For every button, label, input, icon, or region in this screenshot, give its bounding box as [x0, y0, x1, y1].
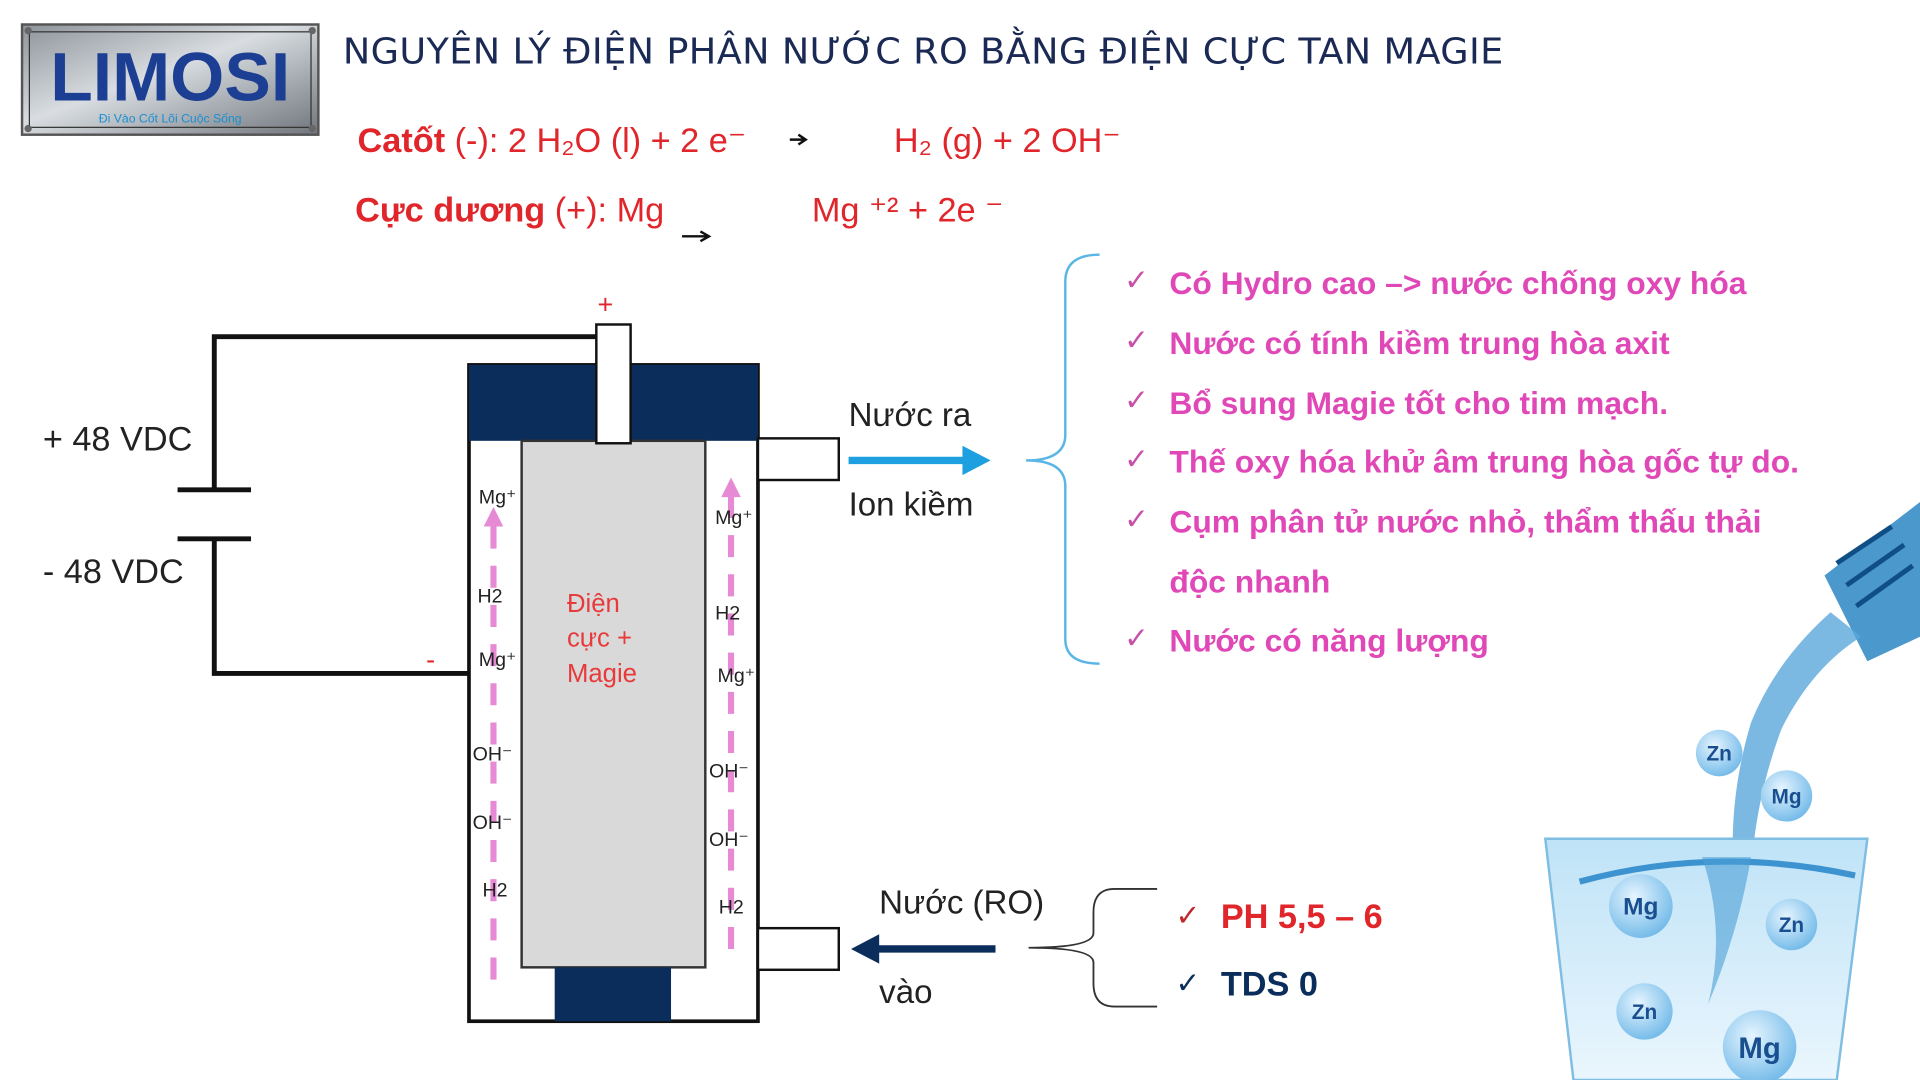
- ion-label: H2: [482, 879, 507, 901]
- ion-label: Mg⁺: [718, 665, 756, 687]
- outlet-label-2: Ion kiềm: [849, 487, 974, 524]
- anode-equation: Cực dương (+): Mg Mg ⁺² + 2e ⁻: [355, 192, 1003, 243]
- cathode-label: Catốt: [358, 122, 446, 160]
- ion-label: Mg⁺: [479, 486, 517, 508]
- ion-label: H2: [715, 603, 740, 625]
- inlet-pipe: [756, 926, 840, 972]
- ion-label: Mg⁺: [479, 649, 517, 671]
- ions-right: Mg⁺ H2 Mg⁺ OH⁻ OH⁻ H2: [709, 507, 755, 918]
- logo: LIMOSI Đi Vào Cốt Lõi Cuộc Sống: [20, 23, 320, 136]
- ion-label: OH⁻: [473, 812, 513, 834]
- outlet-arrow-icon: [848, 445, 991, 476]
- ion-label: OH⁻: [709, 761, 749, 783]
- electrode-label-3: Magie: [567, 660, 637, 688]
- electrode-rod: [595, 323, 632, 445]
- benefit-item: Có Hydro cao –> nước chống oxy hóa: [1169, 265, 1746, 301]
- bubble-label: Mg: [1738, 1032, 1780, 1065]
- ion-label: H2: [478, 585, 503, 607]
- ion-label: H2: [719, 896, 744, 918]
- cathode-reactants: (-): 2 H₂O (l) + 2 e⁻: [445, 122, 746, 160]
- positive-voltage-label: + 48 VDC: [43, 421, 193, 459]
- arrow-icon: [682, 230, 712, 243]
- benefit-item: Thế oxy hóa khử âm trung hòa gốc tự do.: [1169, 444, 1799, 480]
- check-icon: ✓: [1176, 900, 1201, 933]
- check-icon: ✓: [1124, 503, 1149, 536]
- ion-label: Mg⁺: [715, 507, 753, 529]
- electrode-label-2: cực +: [567, 625, 632, 653]
- bubble-label: Mg: [1623, 894, 1658, 921]
- tds-spec: TDS 0: [1221, 966, 1318, 1004]
- electrode-label-1: Điện: [567, 590, 620, 618]
- check-icon: ✓: [1124, 622, 1149, 655]
- minus-sign: -: [426, 645, 435, 675]
- power-circuit: [177, 334, 613, 676]
- anode-label: Cực dương: [355, 192, 545, 230]
- bubble-label: Zn: [1779, 914, 1804, 937]
- cathode-equation: Catốt (-): 2 H₂O (l) + 2 e⁻ H₂ (g) + 2 O…: [358, 122, 1121, 160]
- benefits-list: ✓ Có Hydro cao –> nước chống oxy hóa ✓ N…: [1124, 264, 1799, 658]
- ph-spec: PH 5,5 – 6: [1221, 898, 1383, 936]
- check-icon: ✓: [1124, 443, 1149, 476]
- benefit-item: Nước có tính kiềm trung hòa axit: [1169, 325, 1670, 361]
- page-title: NGUYÊN LÝ ĐIỆN PHÂN NƯỚC RO BẰNG ĐIỆN CỰ…: [343, 26, 1504, 73]
- ion-label: OH⁻: [709, 829, 749, 851]
- svg-text:Cực dương (+): Mg: Cực dương (+): Mg: [355, 192, 664, 230]
- outlet-label-1: Nước ra: [849, 397, 972, 434]
- check-icon: ✓: [1176, 967, 1201, 1000]
- logo-brand: LIMOSI: [50, 38, 290, 115]
- benefit-item: Nước có năng lượng: [1169, 622, 1488, 658]
- inlet-arrow-icon: [851, 934, 996, 964]
- mineral-bubbles: Zn Mg Mg Zn Zn Mg: [1608, 729, 1818, 1080]
- inlet-label-1: Nước (RO): [879, 884, 1044, 921]
- check-icon: ✓: [1124, 324, 1149, 357]
- plus-sign: +: [598, 289, 614, 319]
- anode-products: Mg ⁺² + 2e ⁻: [812, 192, 1003, 230]
- benefit-item: Cụm phân tử nước nhỏ, thẩm thấu thải: [1169, 504, 1761, 540]
- logo-tagline: Đi Vào Cốt Lõi Cuộc Sống: [99, 111, 242, 125]
- check-icon: ✓: [1124, 384, 1149, 417]
- ions-left: Mg⁺ H2 Mg⁺ OH⁻ OH⁻ H2: [473, 486, 517, 901]
- bubble-label: Zn: [1632, 1001, 1657, 1024]
- inlet-label-2: vào: [879, 974, 932, 1011]
- bubble-label: Zn: [1706, 742, 1731, 765]
- anode-reactants: (+): Mg: [545, 192, 664, 230]
- ion-label: OH⁻: [473, 743, 513, 765]
- bubble-label: Mg: [1772, 785, 1802, 808]
- benefits-brace: [1026, 253, 1100, 665]
- negative-voltage-label: - 48 VDC: [43, 553, 184, 591]
- svg-text:Catốt (-): 2 H₂O (l) + 2 e⁻: Catốt (-): 2 H₂O (l) + 2 e⁻: [358, 122, 746, 160]
- benefit-item: Bổ sung Magie tốt cho tim mạch.: [1169, 385, 1668, 421]
- electrolysis-vessel: [467, 323, 840, 1024]
- benefit-item-continued: độc nhanh: [1169, 564, 1330, 600]
- outlet-pipe: [756, 437, 840, 482]
- input-specs-brace: [1028, 888, 1158, 1008]
- check-icon: ✓: [1124, 264, 1149, 297]
- water-glass-illustration: Zn Mg Mg Zn Zn Mg: [1543, 502, 1920, 1080]
- cathode-products: H₂ (g) + 2 OH⁻: [894, 122, 1121, 160]
- arrow-icon: [789, 133, 808, 146]
